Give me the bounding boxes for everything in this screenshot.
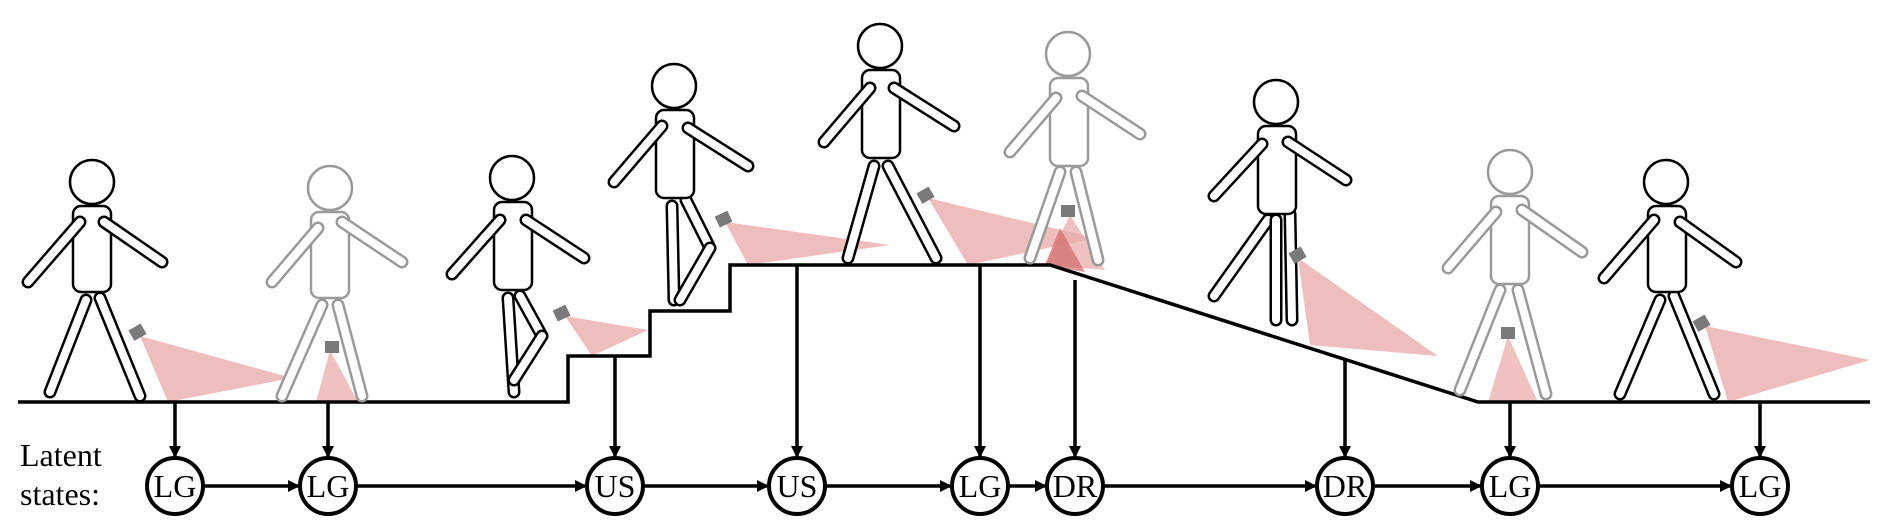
camera-view-cone: [1298, 258, 1438, 356]
camera-icon: [714, 210, 733, 228]
stick-figures: [21, 22, 1743, 403]
stick-figure-faded: [1441, 148, 1589, 401]
camera-view-cone: [316, 350, 358, 402]
state-label: DR: [1053, 468, 1098, 504]
camera-cones: [140, 198, 1870, 402]
terrain-outline: [18, 263, 1870, 404]
state-label: LG: [307, 468, 350, 504]
camera-icon: [1288, 246, 1307, 264]
camera-cone-overlap: [1045, 228, 1085, 272]
state-label: LG: [1739, 468, 1782, 504]
camera-view-cone: [1488, 336, 1538, 402]
observation-arrows: [169, 265, 1766, 458]
state-node: [1315, 456, 1375, 516]
camera-icon: [1061, 205, 1075, 217]
camera-icon: [552, 304, 571, 322]
camera-view-cone: [725, 222, 890, 265]
camera-view-cone: [928, 198, 1095, 265]
state-label: LG: [154, 468, 197, 504]
state-label: US: [777, 468, 818, 504]
camera-view-cone: [140, 336, 292, 402]
state-node: [1480, 456, 1540, 516]
latent-label-line1: Latent: [20, 437, 102, 473]
stick-figure-faded: [1003, 30, 1147, 267]
state-node: [298, 456, 358, 516]
latent-state-nodes: LG LG US US LG DR DR LG LG: [145, 456, 1790, 516]
stick-figure-faded: [265, 164, 409, 403]
stick-figure: [1207, 78, 1353, 327]
camera-icon: [128, 323, 147, 341]
stick-figure: [21, 158, 169, 403]
stick-figure: [1597, 158, 1743, 401]
state-label: US: [595, 468, 636, 504]
state-node: [767, 456, 827, 516]
state-node: [1045, 456, 1105, 516]
stick-figure: [445, 154, 591, 399]
state-label: LG: [1489, 468, 1532, 504]
state-node: [585, 456, 645, 516]
state-node: [950, 456, 1010, 516]
stick-figure: [817, 22, 961, 265]
camera-view-cone: [1705, 326, 1870, 402]
state-label: LG: [959, 468, 1002, 504]
camera-view-cone: [565, 316, 648, 356]
state-node: [1730, 456, 1790, 516]
camera-icon: [916, 186, 935, 204]
state-node: [145, 456, 205, 516]
camera-icon: [325, 341, 339, 353]
camera-icon: [1692, 314, 1711, 332]
latent-label-line2: states:: [20, 476, 100, 512]
camera-icon: [1501, 327, 1515, 339]
state-label: DR: [1323, 468, 1368, 504]
stick-figure: [607, 62, 755, 307]
